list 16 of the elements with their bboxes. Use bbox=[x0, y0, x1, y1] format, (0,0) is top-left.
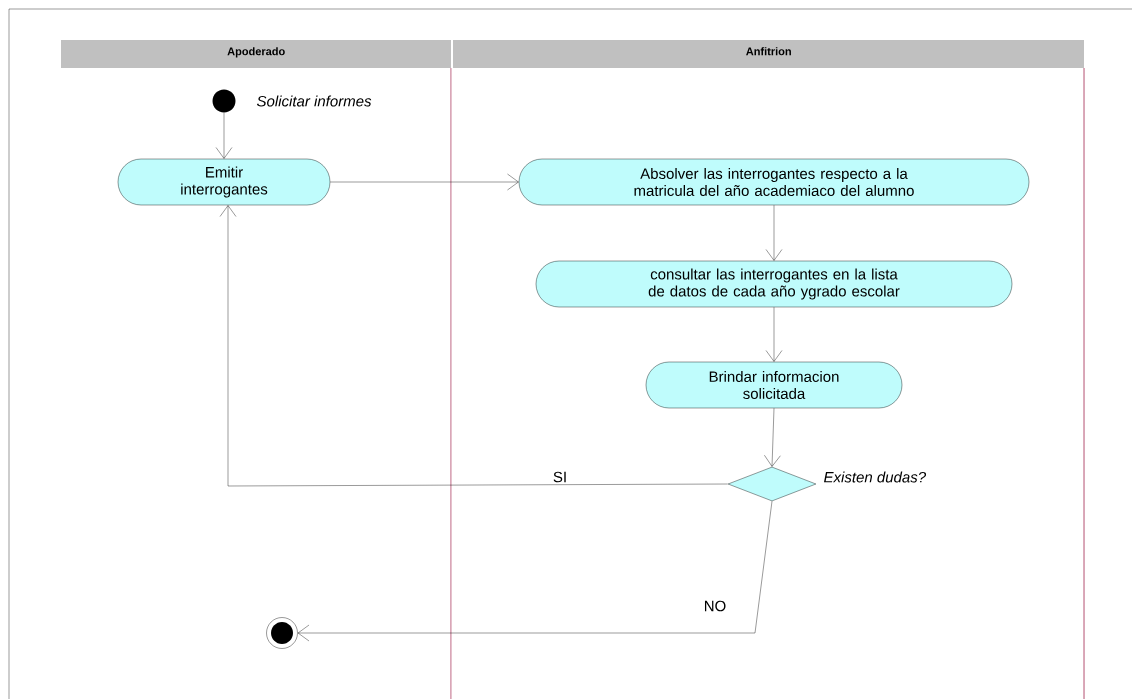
arrow bbox=[765, 307, 783, 362]
end-node bbox=[266, 617, 298, 649]
activity-box: Emitir interrogantes bbox=[117, 158, 331, 206]
start-node bbox=[212, 89, 236, 113]
arrow bbox=[297, 501, 773, 642]
activity-box: Absolver las interrogantes respecto a la matricula del año academiaco del alumno bbox=[518, 158, 1030, 206]
activity-box: consultar las interrogantes en la lista de datos de cada año ygrado escolar bbox=[535, 260, 1013, 308]
arrow bbox=[765, 205, 783, 261]
arrow bbox=[764, 408, 781, 467]
node-caption: Existen dudas? bbox=[824, 471, 927, 483]
activity-box: Brindar informacion solicitada bbox=[645, 361, 903, 409]
decision-diamond bbox=[727, 466, 817, 502]
arrow bbox=[330, 173, 519, 191]
node-caption: Solicitar informes bbox=[256, 95, 372, 107]
arrow bbox=[215, 112, 233, 159]
arrow bbox=[219, 205, 728, 487]
